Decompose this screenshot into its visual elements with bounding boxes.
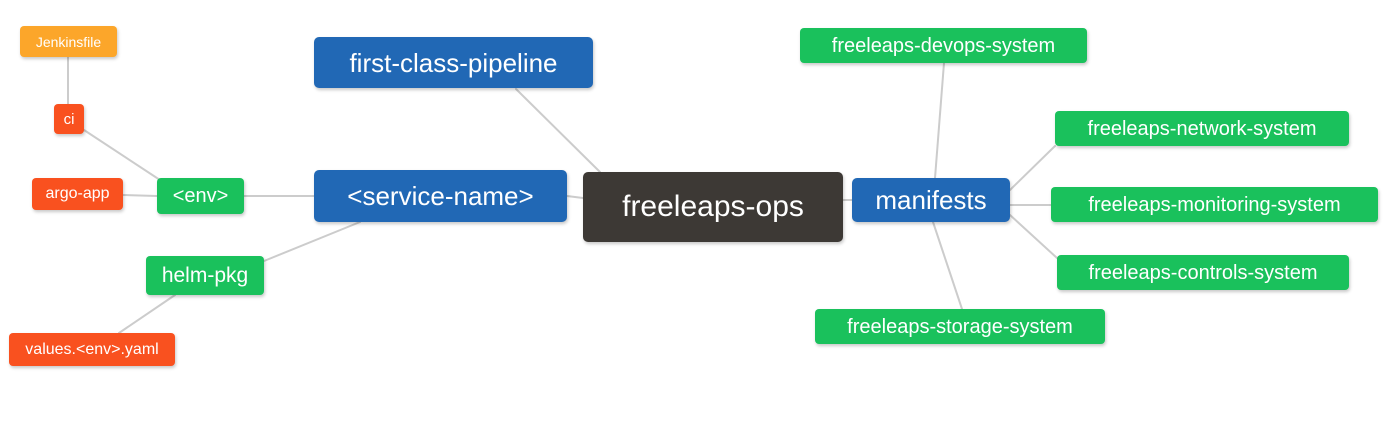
node-label-env: <env>	[172, 185, 229, 207]
node-label-first-class-pipeline: first-class-pipeline	[349, 47, 558, 78]
mindmap-node-ci[interactable]: ci	[54, 104, 84, 134]
node-label-freeleaps-monitoring-system: freeleaps-monitoring-system	[1088, 193, 1341, 216]
node-label-ci: ci	[63, 110, 75, 128]
mindmap-node-first-class-pipeline[interactable]: first-class-pipeline	[314, 37, 593, 88]
node-label-freeleaps-devops-system: freeleaps-devops-system	[831, 34, 1056, 57]
mindmap-node-freeleaps-controls-system[interactable]: freeleaps-controls-system	[1057, 255, 1349, 290]
mindmap-node-root[interactable]: freeleaps-ops	[583, 172, 843, 242]
node-label-freeleaps-network-system: freeleaps-network-system	[1087, 117, 1317, 140]
node-label-root: freeleaps-ops	[622, 190, 804, 223]
mindmap-node-service-name[interactable]: <service-name>	[314, 170, 567, 222]
mindmap-node-jenkinsfile[interactable]: Jenkinsfile	[20, 26, 117, 57]
node-label-freeleaps-controls-system: freeleaps-controls-system	[1088, 261, 1318, 284]
edge-values-env-yaml-to-helm-pkg	[118, 294, 176, 334]
mindmap-node-helm-pkg[interactable]: helm-pkg	[146, 256, 264, 295]
node-label-argo-app: argo-app	[45, 185, 110, 202]
node-label-jenkinsfile: Jenkinsfile	[35, 33, 102, 50]
edge-manifests-to-freeleaps-storage-system	[932, 221, 963, 310]
mindmap-node-freeleaps-monitoring-system[interactable]: freeleaps-monitoring-system	[1051, 187, 1378, 222]
mindmap-node-argo-app[interactable]: argo-app	[32, 178, 123, 210]
mindmap-node-freeleaps-devops-system[interactable]: freeleaps-devops-system	[800, 28, 1087, 63]
edge-manifests-to-freeleaps-network-system	[1009, 145, 1056, 191]
edge-ci-to-env	[83, 129, 161, 181]
mindmap-node-env[interactable]: <env>	[157, 178, 244, 214]
node-label-manifests: manifests	[875, 185, 987, 215]
edge-first-class-pipeline-to-root	[515, 88, 601, 173]
node-label-freeleaps-storage-system: freeleaps-storage-system	[847, 315, 1073, 338]
mindmap-node-freeleaps-storage-system[interactable]: freeleaps-storage-system	[815, 309, 1105, 344]
edge-service-name-to-root	[566, 195, 584, 199]
node-label-helm-pkg: helm-pkg	[161, 264, 249, 287]
edge-manifests-to-freeleaps-controls-system	[1009, 214, 1058, 259]
edge-argo-app-to-env	[122, 194, 158, 197]
mindmap-node-freeleaps-network-system[interactable]: freeleaps-network-system	[1055, 111, 1349, 146]
edge-manifests-to-freeleaps-devops-system	[934, 62, 945, 179]
mindmap-node-values-env-yaml[interactable]: values.<env>.yaml	[9, 333, 175, 366]
node-label-service-name: <service-name>	[347, 181, 534, 211]
node-label-values-env-yaml: values.<env>.yaml	[25, 340, 159, 358]
edge-helm-pkg-to-service-name	[263, 221, 361, 262]
mindmap-node-manifests[interactable]: manifests	[852, 178, 1010, 222]
